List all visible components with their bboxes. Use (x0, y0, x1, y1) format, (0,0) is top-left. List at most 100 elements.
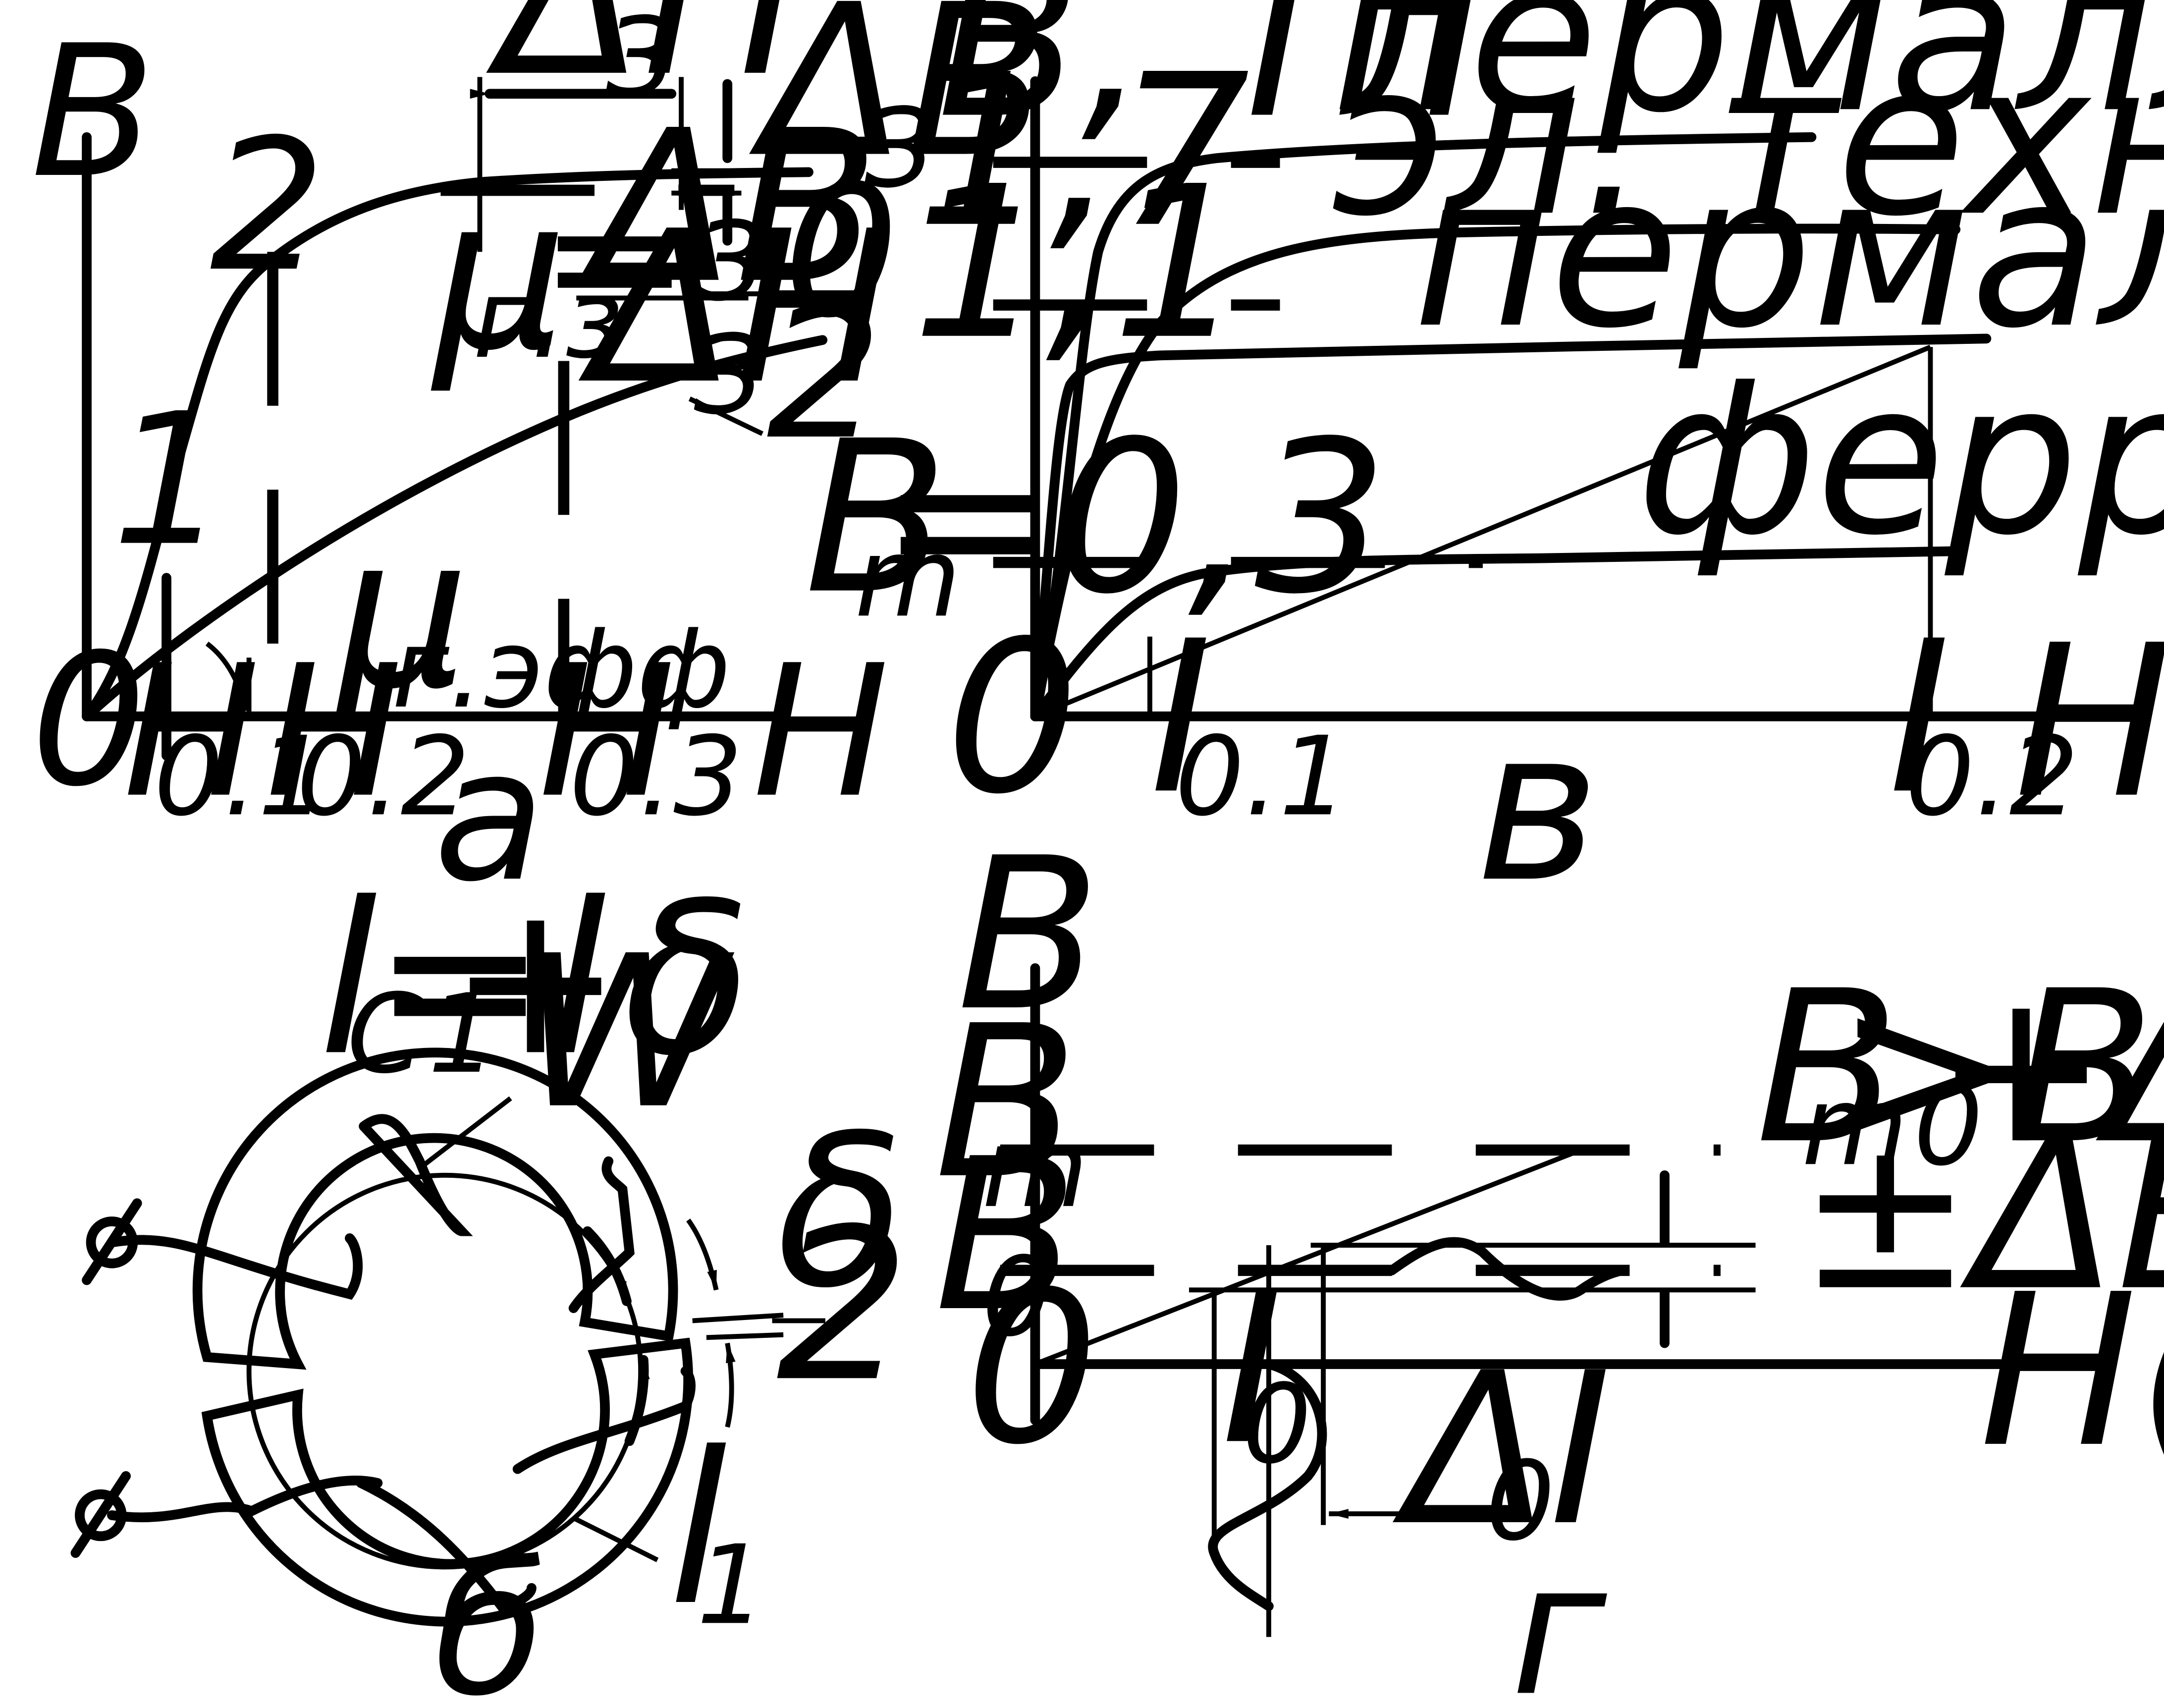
panel-b: l C =l 1 +δ W δ 2 l 1 б (70, 857, 910, 1708)
terminal-top[interactable] (86, 1216, 138, 1268)
panel-a-frac-den-sub: З (694, 312, 763, 439)
panel-v-bm: B (805, 396, 949, 640)
panel-v: B, Тл H(I) 0 1,7 1,1 B m =0,3 пермаллой … (805, 0, 2164, 928)
gap-tick-top (692, 1313, 784, 1323)
gap-arrow-top (686, 1218, 719, 1291)
panel-g-cond-0: 0 (1914, 1063, 1983, 1190)
panel-v-tick-17: 1,7 (916, 29, 1250, 274)
panel-g-di0: ΔI (1390, 1327, 1612, 1572)
panel-g-i-wave (1208, 1359, 1327, 1611)
terminal-bottom-slash (70, 1471, 131, 1558)
gap-tick-bottom (706, 1332, 784, 1340)
terminal-top-slash (82, 1198, 142, 1285)
panel-a-mu-ge-sub: г.з (473, 256, 623, 383)
panel-v-i02-sub: 0.2 (1905, 713, 2079, 840)
panel-a-mu-eff: μ (332, 491, 469, 735)
panel-a-curve-2-label: 2 (210, 100, 326, 312)
panel-a-h01: H (123, 626, 260, 838)
panel-a-dh-label: ΔH (483, 0, 801, 122)
ring-formula-1: 1 (428, 971, 497, 1098)
panel-a-h03: H (539, 626, 675, 838)
panel-a-mu-eq: = (539, 150, 691, 362)
panel-v-label-permalloy-mid: пермаллой (1413, 130, 2164, 374)
panel-v-y-label: B, Тл (937, 0, 1477, 165)
panel-g-i0: I (1221, 1246, 1283, 1490)
panel-v-curve-permalloy-top (1030, 132, 1817, 721)
gap-den: 2 (776, 1183, 910, 1428)
panel-a-trail-2-line (688, 396, 763, 436)
panel-g-cond-rest: +ΔB (1933, 945, 2164, 1190)
panel-a-y-label: B (31, 6, 156, 218)
lead-top (107, 1233, 363, 1300)
panel-a-dh-sub: З (606, 0, 676, 121)
panel-v-i01: I (1150, 596, 1212, 840)
panel-g-pm-db: ±ΔB (1797, 1093, 2164, 1337)
ring-formula-c: C (347, 971, 423, 1098)
ring-formula-end: +δ (448, 857, 752, 1102)
panel-a-h03-sub: 0.3 (569, 713, 743, 840)
mean-path-sub: 1 (697, 1522, 766, 1649)
winding-right (568, 1156, 635, 1313)
terminal-bottom[interactable] (75, 1489, 127, 1542)
panel-g-bm-sub: m (982, 1105, 1088, 1232)
gap-num: δ (776, 1090, 905, 1334)
panel-v-bm-val: =0,3 (878, 396, 1388, 640)
ring-formula-l: l (319, 857, 378, 1102)
panel-a-db-sub: З (865, 85, 934, 212)
panel-a: B H 0 1 2 ΔH З ΔB З μ г.з = ΔB З ΔH З 0 … (31, 0, 1050, 922)
panel-v-i02: I (1889, 596, 1950, 840)
panel-a-x-label: H (753, 626, 889, 838)
panel-v-label-permalloy-top: пермаллой (1332, 0, 2164, 159)
panel-v-tick-11: 1,1 (912, 141, 1246, 386)
winding-leader (418, 1096, 512, 1170)
ring-formula-rest: =l (372, 857, 607, 1102)
panel-g-caption: г (1511, 1524, 1607, 1706)
mean-path-leader (572, 1516, 659, 1562)
panel-v-bm-sub: m (855, 514, 961, 641)
panel-g: B H(I) 0 B m B 0 B m >B 0 +ΔB ±ΔB I 0 ΔI… (934, 813, 2164, 1708)
panel-a-frac-den: ΔH (575, 186, 893, 430)
panel-a-mu-eff-sub: г.эфф (392, 606, 730, 732)
panel-a-frac-num: ΔB (575, 85, 879, 330)
winding-label: W (520, 911, 737, 1155)
panel-g-x-label: H(I) (1979, 1249, 2164, 1493)
panel-g-cond-m: m (1802, 1063, 1908, 1190)
panel-v-caption: в (1476, 684, 1600, 928)
panel-a-curve-1-label: 1 (112, 374, 228, 586)
panel-v-origin: 0 (946, 596, 1079, 840)
lead-bottom (107, 1476, 383, 1523)
panel-g-b0: B (934, 1113, 1079, 1358)
panel-v-curve-ferrites (1030, 546, 1956, 721)
panel-a-db-label: ΔB (746, 0, 1050, 204)
panel-g-b0-sub: 0 (982, 1234, 1051, 1361)
panel-g-bm: B (934, 981, 1079, 1225)
flux-arrow-lower (624, 1355, 650, 1446)
panel-a-frac-num-sub: З (695, 198, 765, 325)
panel-a-trail-0: 0 (783, 146, 899, 358)
panel-g-origin: 0 (965, 1246, 1098, 1490)
panel-g-linear-line (1034, 1148, 1582, 1367)
panel-v-curve-permalloy-mid (1030, 333, 1992, 721)
panel-a-eff-angle (205, 641, 249, 712)
panel-v-label-ferrites: ферриты (1637, 337, 2164, 581)
ring-upper-half (192, 1047, 678, 1370)
panel-a-origin: 0 (31, 614, 147, 826)
panel-g-y-label: B (957, 813, 1101, 1057)
panel-v-label-steel: эл. техн. сталь (1332, 18, 2164, 262)
panel-a-mu-ge: μ (431, 152, 567, 396)
gap-arrow-bottom (725, 1342, 736, 1428)
panel-a-trail-2: 2 (766, 268, 882, 480)
panel-a-h02: H (266, 626, 402, 838)
panel-v-linear-line (1034, 344, 1932, 719)
ring-mean-path (246, 1172, 644, 1570)
panel-g-cond-gt: >B (1835, 945, 2155, 1190)
winding-bottom (356, 1478, 537, 1615)
panel-b-caption: б (433, 1524, 545, 1706)
panel-a-h02-sub: 0.2 (297, 713, 470, 840)
panel-g-b-wave (1387, 1237, 1628, 1301)
panel-a-curve-2 (82, 335, 828, 721)
ring-lower-half (201, 1337, 693, 1627)
panel-g-di0-sub: 0 (1486, 1438, 1555, 1565)
